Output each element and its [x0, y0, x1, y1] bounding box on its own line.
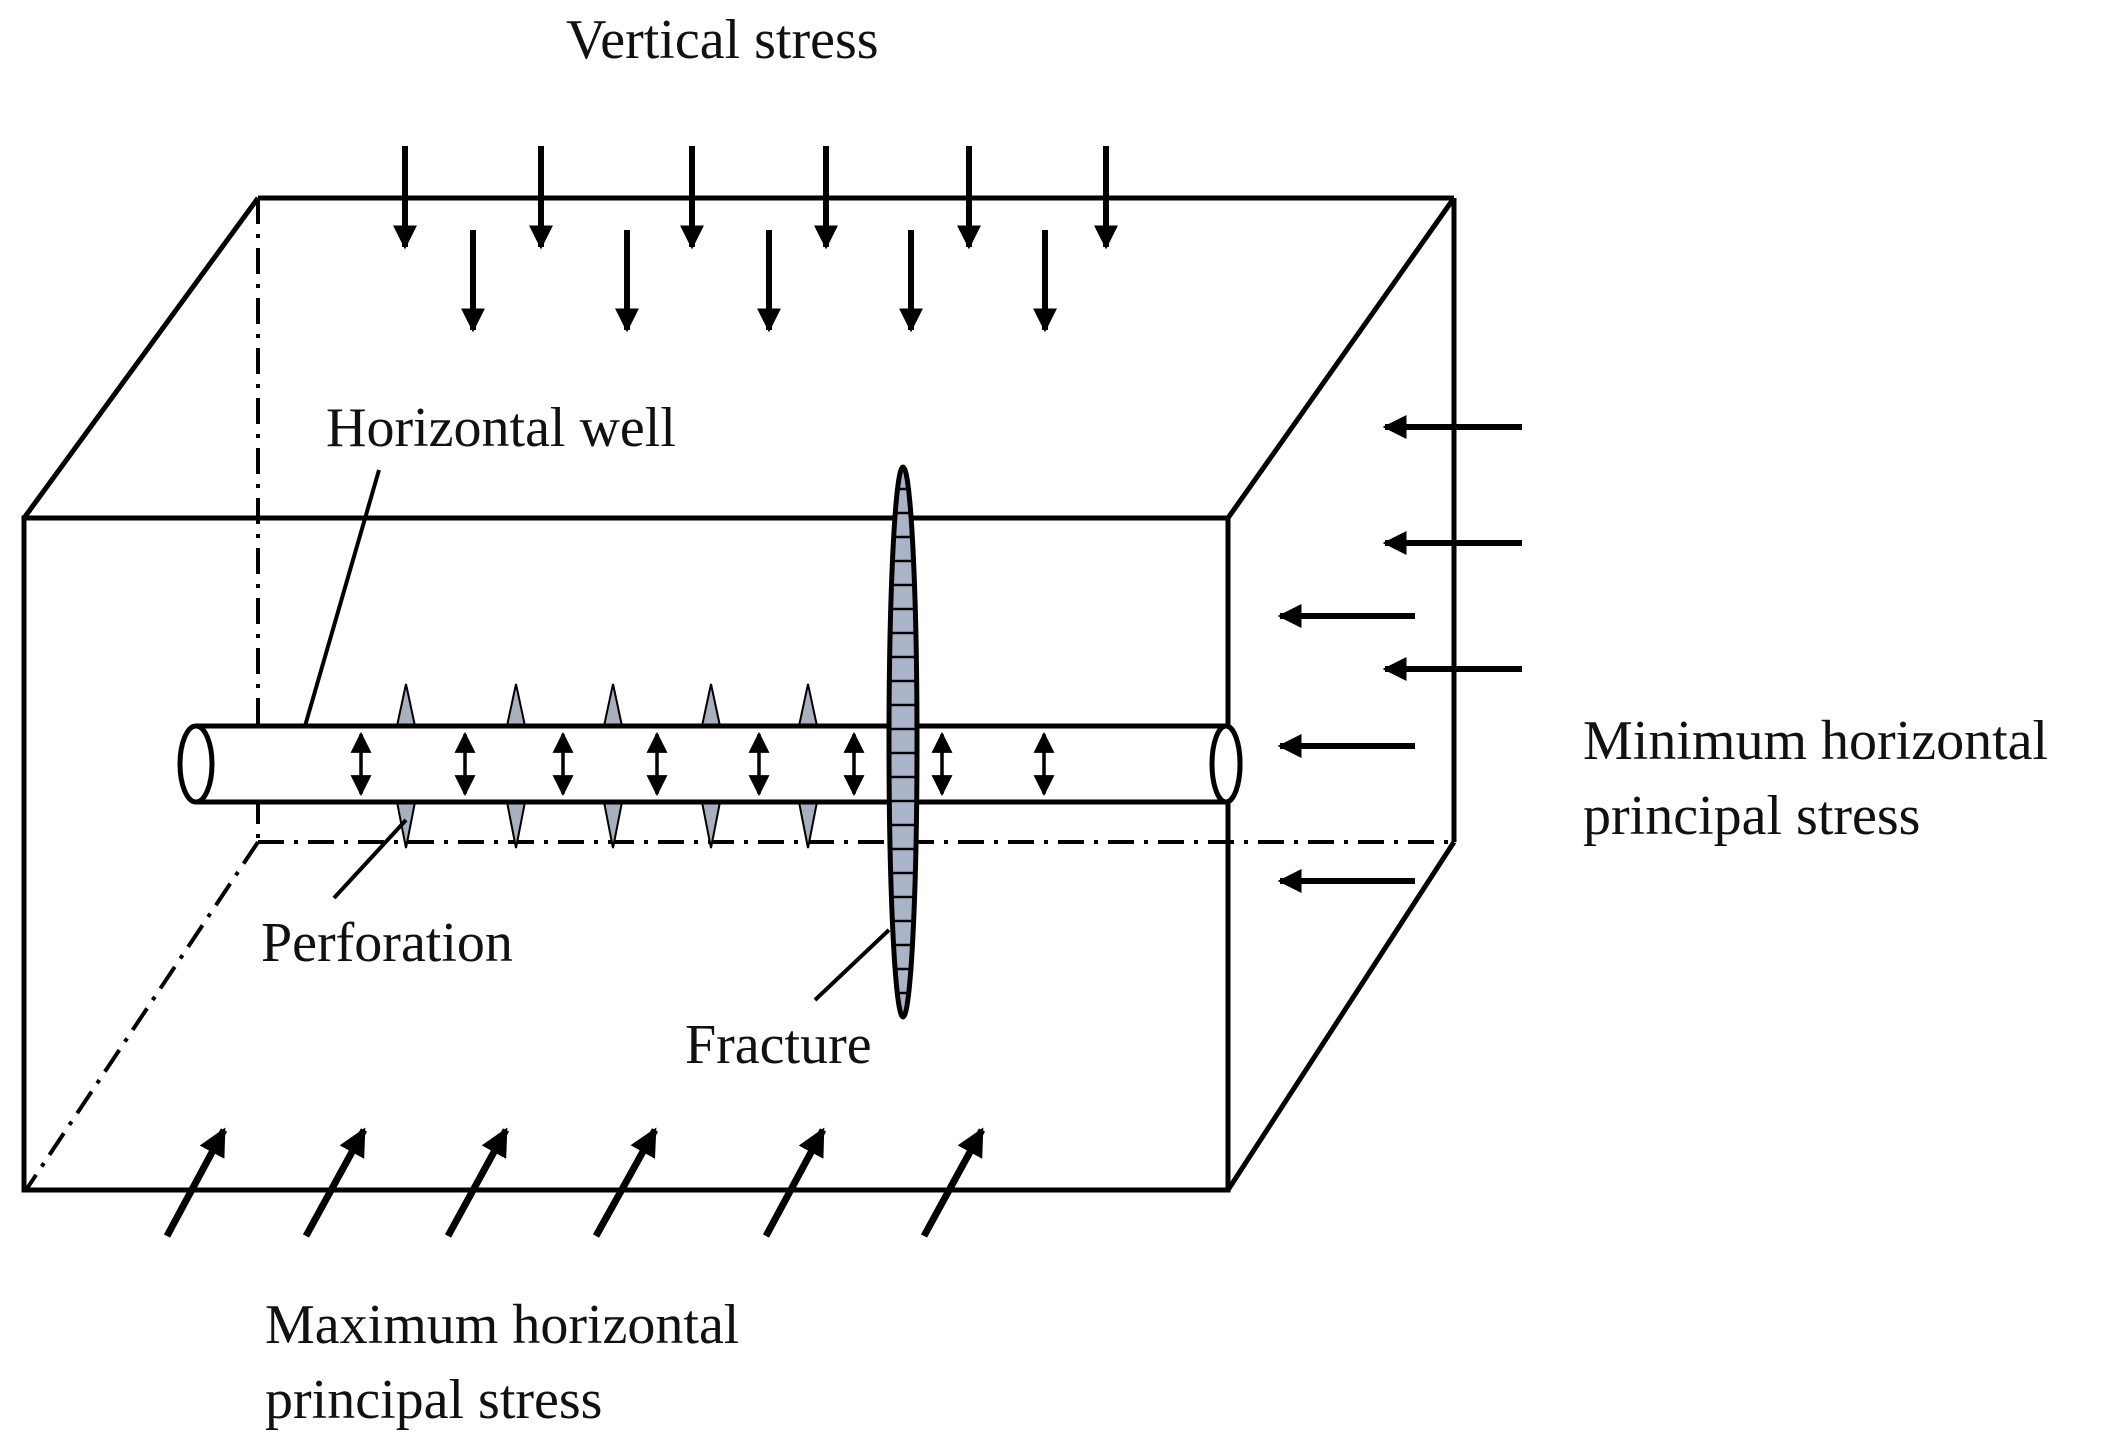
leader-lines	[303, 469, 891, 1002]
perforation-spike	[602, 683, 624, 727]
min-stress-label-line1: Minimum horizontal	[1583, 710, 2048, 772]
max-stress-label-line1: Maximum horizontal	[265, 1294, 739, 1356]
horizontal-wellbore	[177, 723, 1243, 805]
max-horizontal-stress-arrows	[163, 1127, 986, 1238]
min-stress-label-line2: principal stress	[1583, 785, 1920, 847]
block-top-left-edge	[21, 196, 261, 520]
wellbore-right-end	[1209, 723, 1243, 805]
perforation-spike	[505, 683, 527, 727]
max-stress-arrow	[302, 1127, 368, 1238]
block-front-face	[21, 515, 1231, 1193]
block-bottom-right-edge	[1225, 840, 1457, 1192]
horizontal-well-leader	[303, 469, 381, 727]
fracture	[886, 464, 920, 1020]
perforation-label: Perforation	[261, 912, 513, 974]
hidden-bottom-left-edge	[24, 840, 260, 1192]
perforation-spike	[797, 683, 819, 727]
vertical-stress-label: Vertical stress	[566, 9, 879, 71]
block-top-right-edge	[1225, 196, 1457, 520]
vertical-stress-arrows	[393, 146, 1118, 333]
perforation-leader	[332, 818, 408, 900]
max-stress-arrow	[444, 1127, 510, 1238]
max-stress-arrow	[163, 1127, 228, 1238]
fracture-hatching	[889, 487, 917, 995]
wellbore-body	[196, 723, 1243, 805]
max-stress-arrow	[762, 1127, 827, 1238]
fracture-leader	[813, 928, 891, 1002]
max-stress-arrow	[592, 1127, 659, 1238]
wellbore-left-end	[177, 723, 215, 805]
fracture-disc	[886, 464, 920, 1020]
perforation-spike	[395, 683, 417, 727]
well-double-arrows	[350, 731, 1055, 797]
min-horizontal-stress-arrows	[1277, 415, 1522, 893]
max-stress-label-line2: principal stress	[265, 1369, 602, 1431]
max-stress-arrow	[920, 1127, 986, 1238]
fracture-label: Fracture	[685, 1014, 872, 1076]
perforation-spike	[700, 683, 722, 727]
horizontal-well-label: Horizontal well	[326, 397, 676, 459]
rock-block	[21, 195, 1457, 1193]
